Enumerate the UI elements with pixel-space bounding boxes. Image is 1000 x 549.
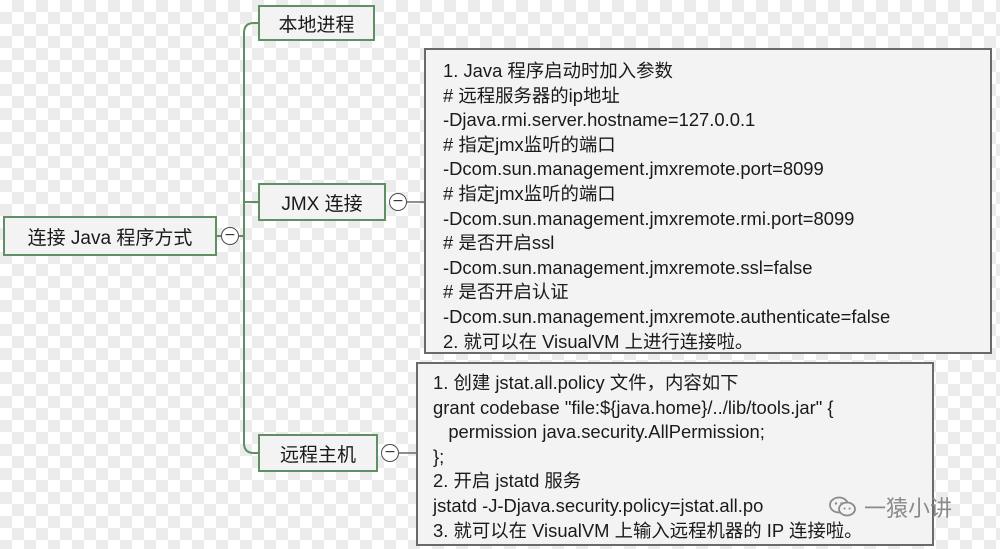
note-line: # 远程服务器的ip地址	[443, 84, 620, 106]
note-line: # 是否开启认证	[443, 281, 569, 303]
branch-node-remote-host[interactable]: 远程主机	[258, 434, 378, 472]
note-line: };	[433, 445, 445, 467]
note-line: jstatd -J-Djava.security.policy=jstat.al…	[433, 494, 764, 516]
collapse-toggle-jmx[interactable]: −	[389, 193, 407, 211]
note-line: # 指定jmx监听的端口	[443, 133, 616, 155]
note-line: 3. 就可以在 VisualVM 上输入远程机器的 IP 连接啦。	[433, 519, 863, 541]
jmx-note-box: 1. Java 程序启动时加入参数 # 远程服务器的ip地址 -Djava.rm…	[424, 48, 992, 354]
note-line: -Dcom.sun.management.jmxremote.ssl=false	[443, 256, 813, 278]
branch-node-local-process[interactable]: 本地进程	[258, 5, 375, 41]
note-line: 2. 就可以在 VisualVM 上进行连接啦。	[443, 330, 754, 352]
wechat-icon	[829, 496, 856, 517]
note-line: -Dcom.sun.management.jmxremote.authentic…	[443, 305, 891, 327]
note-line: 1. Java 程序启动时加入参数	[443, 60, 673, 81]
branch-node-jmx[interactable]: JMX 连接	[258, 183, 386, 221]
note-line: grant codebase "file:${java.home}/../lib…	[433, 396, 834, 418]
note-line: # 是否开启ssl	[443, 232, 555, 254]
watermark-text: 一猿小讲	[864, 496, 953, 521]
watermark: 一猿小讲	[828, 491, 952, 523]
note-line: -Dcom.sun.management.jmxremote.rmi.port=…	[443, 207, 855, 229]
note-line: -Dcom.sun.management.jmxremote.port=8099	[443, 158, 824, 180]
note-line: 1. 创建 jstat.all.policy 文件，内容如下	[433, 372, 739, 393]
collapse-toggle-remote[interactable]: −	[381, 444, 399, 462]
note-line: permission java.security.AllPermission;	[433, 421, 765, 443]
root-node[interactable]: 连接 Java 程序方式	[3, 216, 217, 256]
note-line: -Djava.rmi.server.hostname=127.0.0.1	[443, 109, 756, 131]
collapse-toggle-root[interactable]: −	[221, 227, 239, 245]
note-line: # 指定jmx监听的端口	[443, 182, 616, 204]
note-line: 2. 开启 jstatd 服务	[433, 470, 582, 492]
